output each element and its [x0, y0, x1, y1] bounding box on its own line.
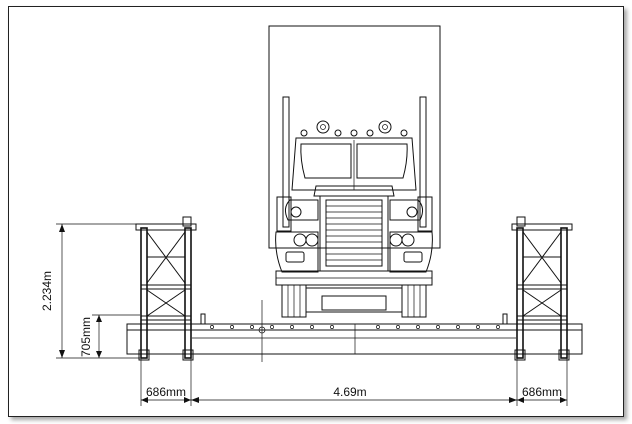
- kerb-left: [200, 313, 206, 325]
- front-axle: [305, 287, 403, 313]
- dim-panel-right: 686mm: [522, 385, 562, 399]
- roof-lights: [300, 120, 408, 137]
- truss-panel-left: [135, 216, 197, 361]
- fender-left: [275, 231, 319, 273]
- drawing-frame: [8, 6, 624, 417]
- truss-left-chord-inner: [184, 227, 192, 359]
- truck: [268, 25, 441, 318]
- axle-housing: [321, 295, 387, 311]
- dim-total-height: 2.234m: [40, 271, 54, 311]
- deck-bolts: [210, 325, 500, 329]
- deck-surface: [126, 323, 583, 331]
- dim-span-width: 4.69m: [333, 385, 366, 399]
- truck-cab: [291, 137, 417, 191]
- dimension-lines: [56, 223, 568, 406]
- exhaust-stack-right: [419, 96, 427, 228]
- headlights: [290, 206, 418, 247]
- truss-panel-right: [511, 216, 573, 361]
- mirror-right: [417, 196, 433, 232]
- truss-left-chord-outer: [140, 227, 148, 359]
- grille-bars: [326, 205, 382, 261]
- windshield-left: [300, 143, 352, 179]
- dim-deck-height: 705mm: [79, 317, 93, 357]
- grille: [325, 199, 383, 267]
- windshield-right: [356, 143, 408, 179]
- bridge-deck: [126, 300, 583, 362]
- hood: [313, 185, 395, 197]
- fender-right: [389, 231, 433, 273]
- turn-signal-left: [285, 251, 305, 263]
- exhaust-stack-left: [282, 96, 290, 228]
- truck-cargo-box: [268, 25, 441, 249]
- fender-right-upper: [389, 199, 424, 221]
- kerb-right: [502, 313, 508, 325]
- transom-beam: [126, 329, 583, 355]
- dim-panel-left: 686mm: [146, 385, 186, 399]
- truss-right-chord-outer: [560, 227, 568, 359]
- fender-left-upper: [284, 199, 319, 221]
- truss-right-chord-inner: [516, 227, 524, 359]
- turn-signal-right: [403, 251, 423, 263]
